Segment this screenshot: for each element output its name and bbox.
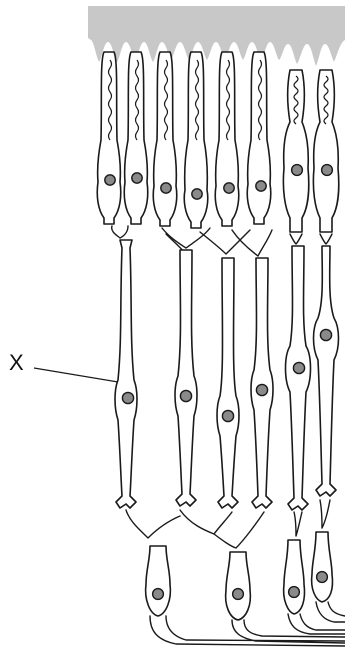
bipolar-cell-3 <box>217 258 239 508</box>
ganglion-cell-2 <box>226 552 251 620</box>
ganglion-cell-3 <box>284 540 305 614</box>
ganglion-nucleus-3 <box>289 587 300 598</box>
rod-nucleus-1 <box>105 175 115 185</box>
cone-cell-1 <box>283 70 308 232</box>
label-x-leader-line <box>34 368 118 382</box>
ganglion-nucleus-2 <box>233 589 244 600</box>
cone-cell-2 <box>313 70 338 232</box>
bipolar-cell-6 <box>314 246 339 496</box>
rod-nucleus-5 <box>224 183 234 193</box>
bipolar-cell-x <box>115 240 137 508</box>
bipolar-nucleus-2 <box>180 390 191 401</box>
bipolar-cell-4 <box>251 258 273 508</box>
cone-nucleus-1 <box>292 165 303 176</box>
rod-nucleus-4 <box>192 189 202 199</box>
pigment-epithelium <box>88 6 345 66</box>
bipolar-cell-5 <box>286 246 311 510</box>
rod-nucleus-6 <box>256 181 266 191</box>
ganglion-cell-4 <box>312 532 333 602</box>
ganglion-nucleus-4 <box>317 572 328 583</box>
bipolar-cell-2 <box>175 250 197 506</box>
ganglion-cell-1 <box>146 546 171 616</box>
bipolar-nucleus-4 <box>256 384 267 395</box>
bipolar-nucleus-5 <box>293 362 304 373</box>
rod-cell-4 <box>184 52 208 228</box>
bipolar-nucleus-6 <box>320 329 331 340</box>
label-x: X <box>9 352 24 374</box>
rod-nucleus-3 <box>161 183 171 193</box>
bipolar-nucleus-x <box>122 392 133 403</box>
ganglion-nucleus-1 <box>153 589 164 600</box>
cone-nucleus-2 <box>322 165 333 176</box>
rod-nucleus-2 <box>132 173 142 183</box>
bipolar-nucleus-3 <box>222 410 233 421</box>
